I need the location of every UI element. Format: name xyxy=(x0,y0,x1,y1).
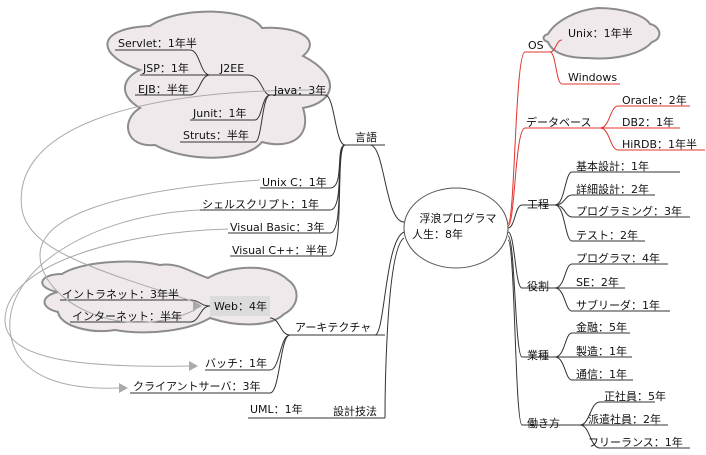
arrowhead-cs xyxy=(119,383,128,393)
node-finance: 金融：5年 xyxy=(576,320,627,334)
branch-architecture: アーキテクチャ xyxy=(295,321,371,334)
branch-industry: 業種 xyxy=(527,348,549,362)
node-oracle: Oracle：2年 xyxy=(622,93,687,107)
node-j2ee: J2EE xyxy=(219,62,244,75)
dependency-arrows xyxy=(4,89,313,389)
node-java: Java：3年 xyxy=(273,83,326,97)
branch-process: 工程 xyxy=(527,198,549,211)
red-connectors xyxy=(507,39,705,227)
node-servlet: Servlet：1年半 xyxy=(118,36,197,50)
arrowhead-batch xyxy=(189,361,198,371)
root-title-line2: 人生：8年 xyxy=(412,227,463,241)
web-highlight xyxy=(210,296,270,316)
branch-os: OS xyxy=(528,39,544,52)
cloud-java xyxy=(106,10,331,159)
node-programming: プログラミング：3年 xyxy=(576,204,682,218)
node-uml: UML：1年 xyxy=(250,402,303,416)
node-regular: 正社員：5年 xyxy=(604,389,666,403)
left-connectors xyxy=(60,49,405,419)
arrowhead-web xyxy=(193,300,202,311)
node-se: SE：2年 xyxy=(576,275,619,289)
root-title-line1: 浮浪プログラマ xyxy=(420,211,497,225)
node-subleader: サブリーダ：1年 xyxy=(576,298,660,312)
node-vb: Visual Basic：3年 xyxy=(230,220,324,234)
node-basic-design: 基本設計：1年 xyxy=(576,159,649,173)
node-test: テスト：2年 xyxy=(576,228,638,242)
node-unix: Unix：1年半 xyxy=(568,26,633,40)
node-web: Web：4年 xyxy=(214,299,267,313)
node-db2: DB2：1年 xyxy=(622,115,674,129)
node-ejb: EJB：半年 xyxy=(138,82,189,96)
node-struts: Struts：半年 xyxy=(183,128,249,142)
node-manufacturing: 製造：1年 xyxy=(576,344,627,358)
node-detail-design: 詳細設計：2年 xyxy=(576,182,649,196)
cloud-unix xyxy=(542,6,661,60)
node-windows: Windows xyxy=(568,71,617,84)
node-hirdb: HiRDB：1年半 xyxy=(622,137,697,151)
node-intranet: イントラネット：3年半 xyxy=(62,287,179,301)
node-batch: バッチ：1年 xyxy=(205,356,267,370)
node-vcpp: Visual C++：半年 xyxy=(232,243,327,257)
node-client-server: クライアントサーバ：3年 xyxy=(133,379,260,393)
node-freelance: フリーランス：1年 xyxy=(588,435,683,449)
node-dispatch: 派遣社員：2年 xyxy=(588,412,661,426)
branch-design: 設計技法 xyxy=(333,404,377,418)
node-internet: インターネット：半年 xyxy=(72,309,182,323)
branch-workstyle: 働き方 xyxy=(527,416,560,430)
node-unixc: Unix C：1年 xyxy=(262,175,327,189)
node-jsp: JSP：1年 xyxy=(142,61,189,75)
node-junit: Junit：1年 xyxy=(192,106,247,120)
branch-language: 言語 xyxy=(355,130,377,144)
node-telecom: 通信：1年 xyxy=(576,367,627,381)
node-programmer: プログラマ：4年 xyxy=(576,251,660,265)
branch-database: データベース xyxy=(526,115,591,129)
branch-role: 役割 xyxy=(527,279,549,293)
node-shell: シェルスクリプト：1年 xyxy=(202,197,319,211)
right-connectors xyxy=(507,171,690,449)
